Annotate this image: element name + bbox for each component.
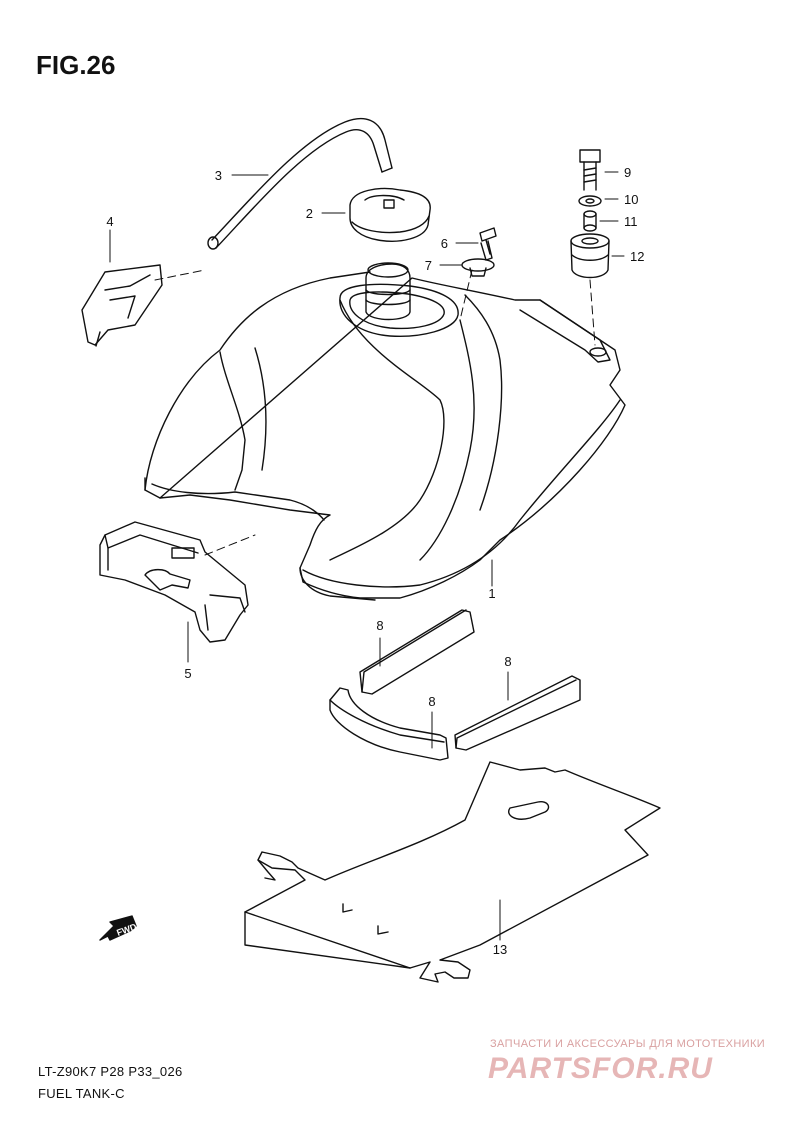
screw <box>479 227 497 261</box>
callout-12: 12 <box>630 249 644 264</box>
fwd-arrow-icon: FWD <box>99 915 138 941</box>
callout-1: 1 <box>488 586 495 601</box>
callout-2: 2 <box>306 206 313 221</box>
callout-8-upper: 8 <box>376 618 383 633</box>
tank-holder <box>99 521 249 643</box>
installation-lines <box>154 269 596 556</box>
mount-bolt <box>579 149 601 191</box>
mount-washer <box>578 195 602 207</box>
callout-10: 10 <box>624 192 638 207</box>
callout-8-left: 8 <box>428 694 435 709</box>
heat-shield-plate <box>244 761 661 983</box>
fuel-tank <box>144 262 626 601</box>
callout-3: 3 <box>215 168 222 183</box>
callout-6: 6 <box>441 236 448 251</box>
mount-grommet <box>570 233 610 279</box>
callout-4: 4 <box>106 214 113 229</box>
cushion-washer <box>461 258 495 277</box>
figure-title: FIG.26 <box>36 50 116 80</box>
callout-9: 9 <box>624 165 631 180</box>
model-code: LT-Z90K7 P28 P33_026 <box>38 1064 183 1079</box>
cushion-strip-left <box>329 687 449 761</box>
fuel-hose <box>207 117 393 250</box>
callout-13: 13 <box>493 942 507 957</box>
callout-7: 7 <box>425 258 432 273</box>
cushion-strip-right <box>454 675 581 751</box>
leader-lines <box>109 171 625 941</box>
watermark-tagline: ЗАПЧАСТИ И АКСЕССУАРЫ ДЛЯ МОТОТЕХНИКИ <box>490 1038 766 1050</box>
callout-8-right: 8 <box>504 654 511 669</box>
bracket <box>81 264 163 347</box>
mount-collar <box>583 210 597 232</box>
group-name: FUEL TANK-C <box>38 1086 125 1101</box>
watermark-logo: PARTSFOR.RU <box>488 1052 713 1085</box>
callout-labels: 3 2 4 6 7 9 10 11 12 1 5 8 8 8 13 <box>106 165 644 957</box>
callout-5: 5 <box>184 666 191 681</box>
callout-11: 11 <box>624 214 638 229</box>
cushion-strip-upper <box>359 609 475 695</box>
fuel-cap <box>349 187 431 242</box>
